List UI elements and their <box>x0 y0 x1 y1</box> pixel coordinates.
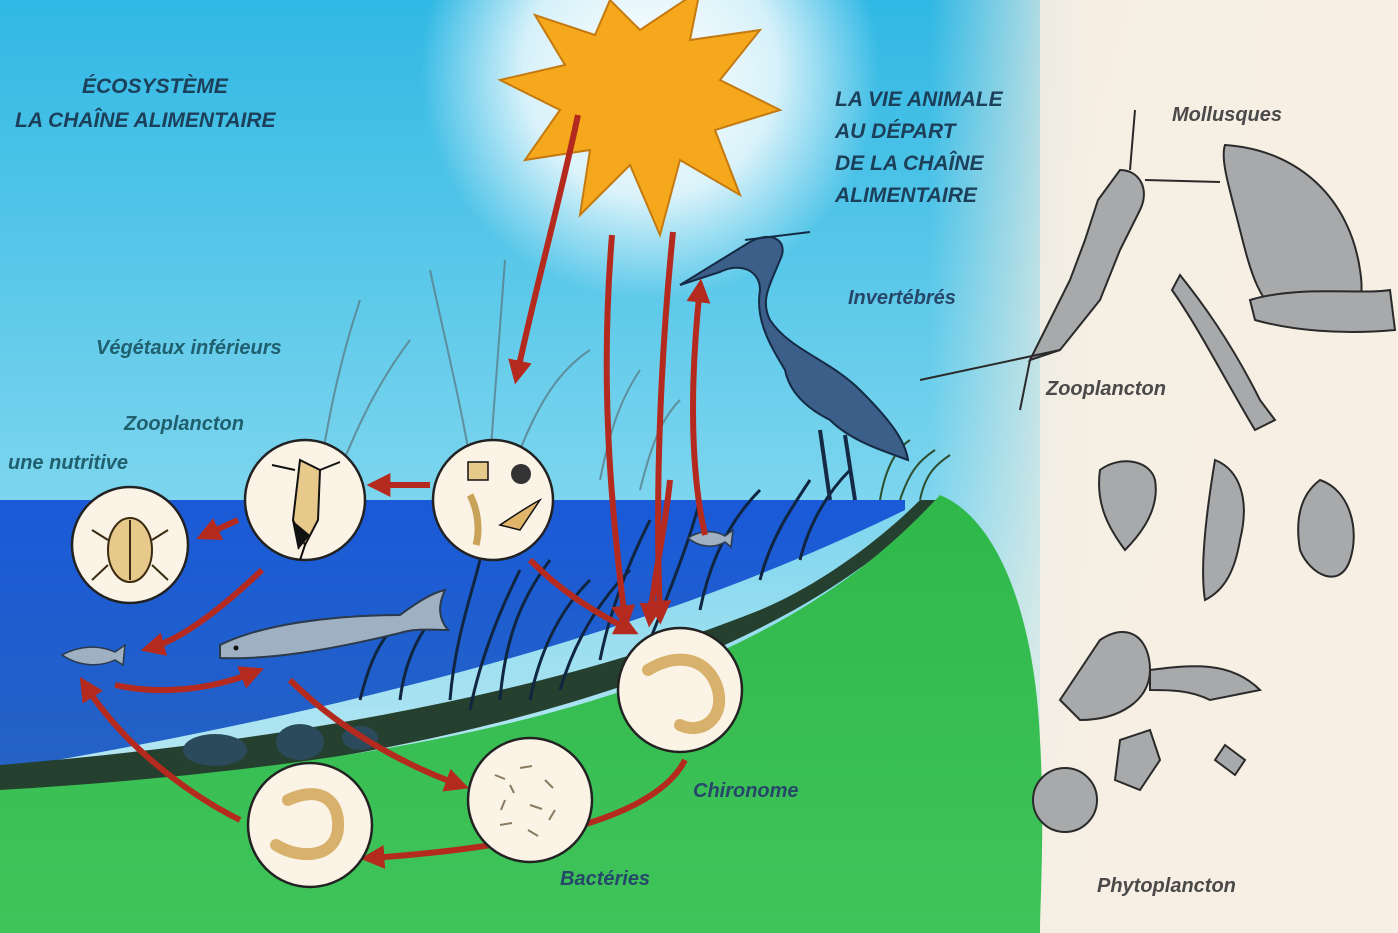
label-invertebres: Invertébrés <box>848 287 956 310</box>
label-vegetaux: Végétaux inférieurs <box>96 337 282 360</box>
label-zooplancton-right: Zooplancton <box>1046 378 1166 401</box>
title-line-2: LA CHAÎNE ALIMENTAIRE <box>15 109 276 133</box>
label-mollusques: Mollusques <box>1172 104 1282 127</box>
label-zooplancton-left: Zooplancton <box>124 413 244 436</box>
label-faune-nutritive: une nutritive <box>8 452 128 475</box>
bacteria-circle <box>468 738 592 862</box>
label-chironome: Chironome <box>693 780 799 803</box>
subtitle-line-1: LA VIE ANIMALE <box>835 88 1003 112</box>
label-phytoplancton: Phytoplancton <box>1097 875 1236 898</box>
subtitle-line-3: DE LA CHAÎNE <box>835 152 984 176</box>
title-line-1: ÉCOSYSTÈME <box>82 75 228 99</box>
subtitle-line-2: AU DÉPART <box>835 120 956 144</box>
algae-circle <box>433 440 553 560</box>
diatom-icon <box>1033 768 1097 832</box>
subtitle-line-4: ALIMENTAIRE <box>835 184 977 208</box>
larva-circle <box>248 763 372 887</box>
label-bacteries: Bactéries <box>560 868 650 891</box>
